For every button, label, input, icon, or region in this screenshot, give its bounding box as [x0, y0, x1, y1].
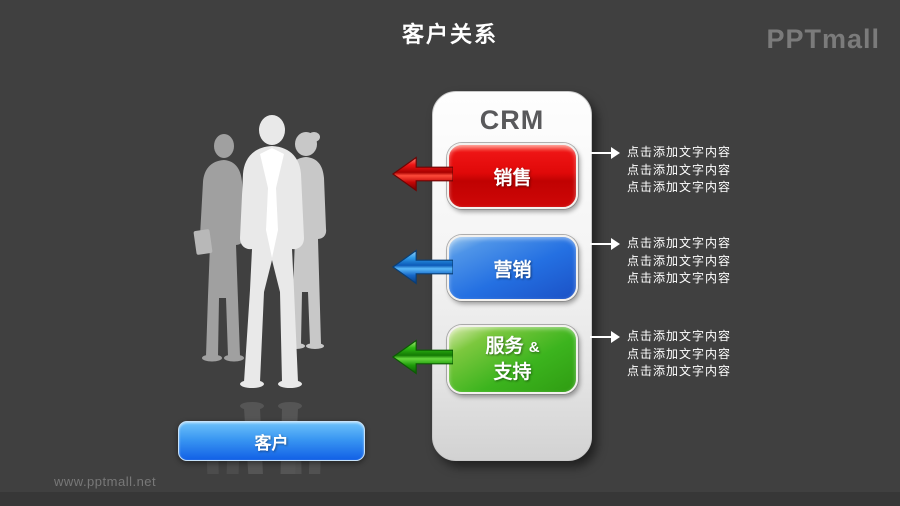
blue-left-arrow-icon: [391, 249, 453, 285]
sales-button[interactable]: 销售: [447, 143, 578, 209]
text-placeholder[interactable]: 点击添加文字内容: [627, 253, 732, 268]
white-right-arrow-icon: [590, 331, 620, 343]
ampersand: &: [528, 338, 540, 356]
bottom-strip: [0, 492, 900, 506]
business-people-silhouette: [193, 115, 327, 474]
marketing-button[interactable]: 营销: [447, 235, 578, 301]
red-left-arrow-icon: [391, 156, 453, 192]
watermark-url: www.pptmall.net: [54, 474, 157, 489]
text-placeholder[interactable]: 点击添加文字内容: [627, 346, 732, 361]
text-placeholder[interactable]: 点击添加文字内容: [627, 329, 732, 343]
customer-button[interactable]: 客户: [178, 421, 365, 461]
marketing-annotations: 点击添加文字内容 点击添加文字内容 点击添加文字内容: [627, 235, 757, 288]
text-placeholder[interactable]: 点击添加文字内容: [627, 271, 732, 285]
service-support-button[interactable]: 服务 & 支持: [447, 325, 578, 394]
text-placeholder[interactable]: 点击添加文字内容: [627, 180, 732, 194]
text-placeholder[interactable]: 点击添加文字内容: [627, 162, 732, 177]
white-right-arrow-icon: [590, 147, 620, 159]
service-button-line1: 服务 &: [485, 335, 540, 357]
customer-button-label: 客户: [254, 433, 289, 453]
white-right-arrow-icon: [590, 238, 620, 250]
crm-panel-title: CRM: [479, 105, 545, 135]
text-placeholder[interactable]: 点击添加文字内容: [627, 236, 732, 250]
marketing-button-label: 营销: [493, 259, 532, 281]
service-annotations: 点击添加文字内容 点击添加文字内容 点击添加文字内容: [627, 328, 757, 381]
pptmall-logo: PPTmall: [766, 24, 880, 54]
sales-button-label: 销售: [493, 167, 532, 189]
slide-title: 客户关系: [401, 22, 498, 47]
crm-panel: CRM 销售 营销 服务 & 支持: [432, 91, 592, 461]
text-placeholder[interactable]: 点击添加文字内容: [627, 145, 732, 159]
service-button-line2: 支持: [493, 361, 532, 383]
text-placeholder[interactable]: 点击添加文字内容: [627, 364, 732, 378]
green-left-arrow-icon: [391, 339, 453, 375]
sales-annotations: 点击添加文字内容 点击添加文字内容 点击添加文字内容: [627, 144, 757, 197]
